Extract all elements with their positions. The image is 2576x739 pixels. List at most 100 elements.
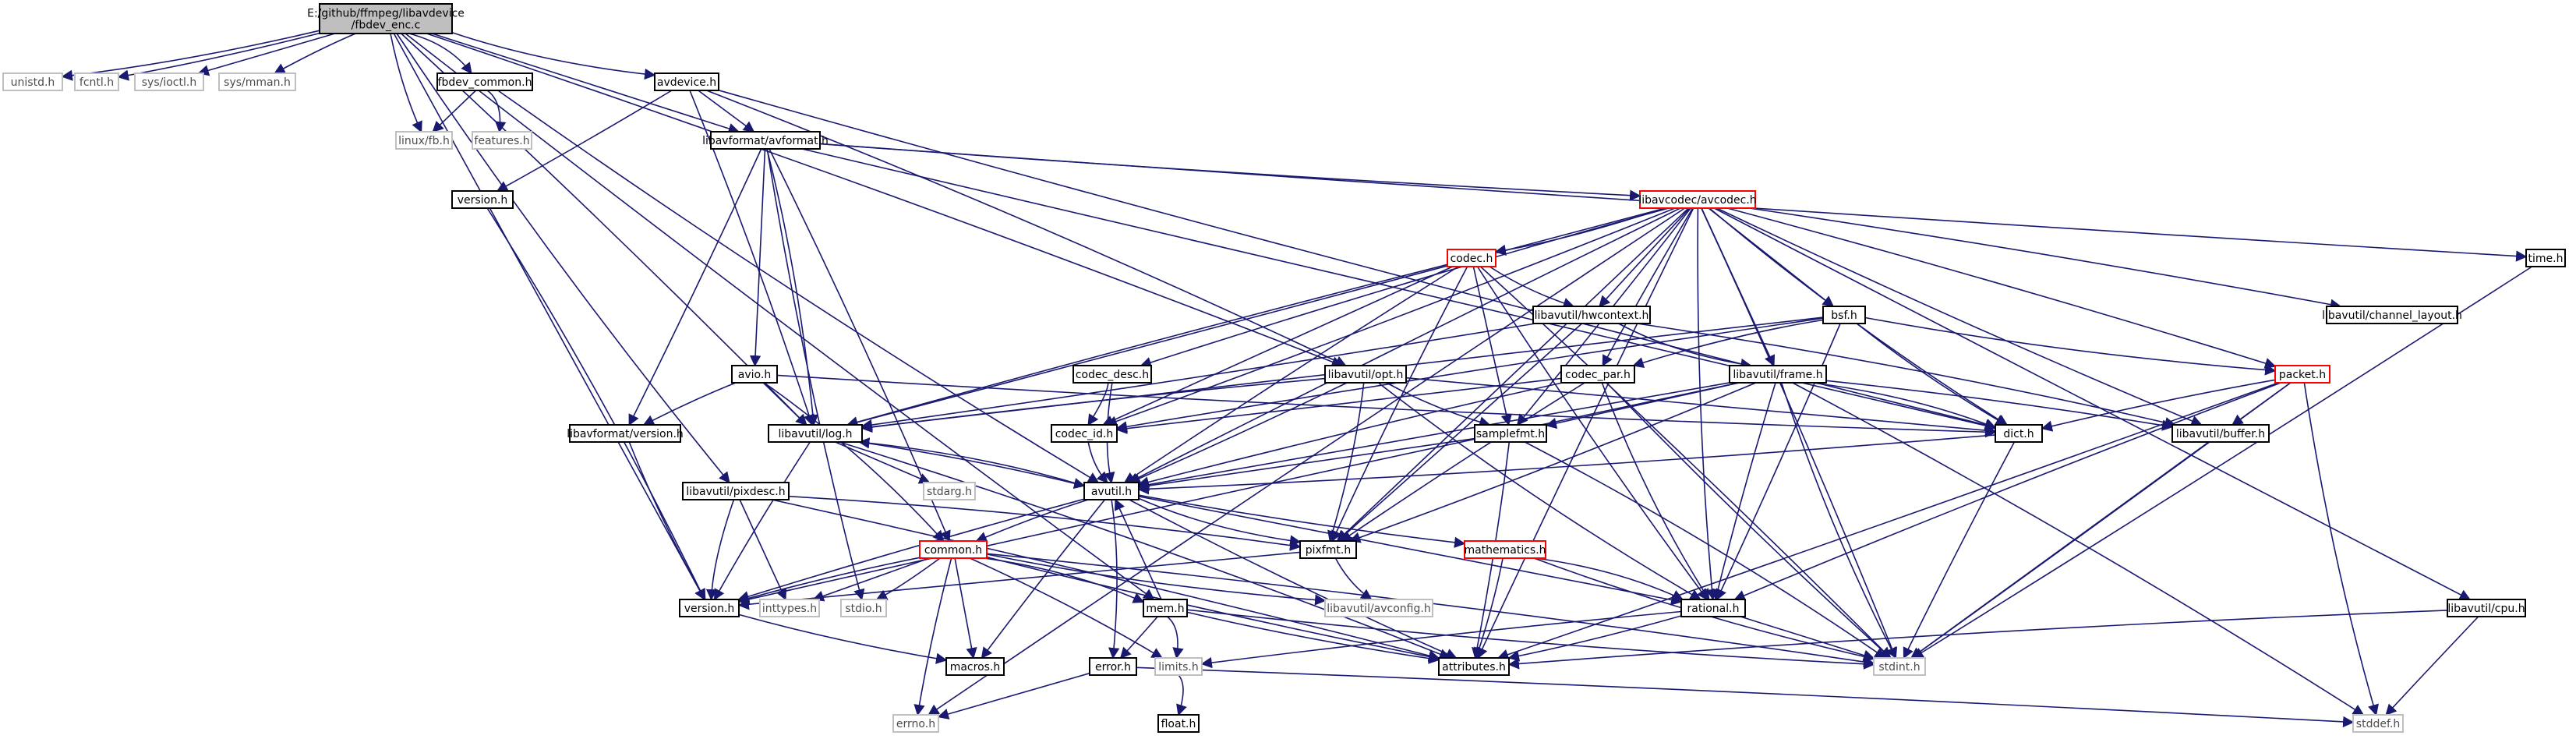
edge-avdevice-to-log <box>689 90 814 426</box>
edge-versionh1-to-versionh2 <box>486 207 705 601</box>
node-fcntl[interactable]: fcntl.h <box>74 72 119 91</box>
node-opt[interactable]: libavutil/opt.h <box>1324 365 1407 384</box>
edge-avutil-to-rational <box>1138 496 1683 606</box>
node-rational-label: rational.h <box>1687 603 1740 615</box>
node-unistd[interactable]: unistd.h <box>2 72 63 91</box>
edge-frame-to-versionh2 <box>737 382 1739 605</box>
node-channel_layout[interactable]: libavutil/channel_layout.h <box>2322 306 2462 324</box>
edge-codech-to-rational <box>1476 266 1708 601</box>
node-error-box <box>1089 657 1137 676</box>
edge-avformat-to-dict <box>801 148 1997 432</box>
node-codec_desc[interactable]: codec_desc.h <box>1072 365 1152 384</box>
edge-cpu-to-stddef <box>2385 616 2479 716</box>
node-stdio[interactable]: stdio.h <box>840 599 887 617</box>
node-root[interactable]: E:/github/ffmpeg/libavdevice/fbdev_enc.c <box>307 3 465 34</box>
node-codec_desc-box <box>1072 365 1152 384</box>
node-sysioctl[interactable]: sys/ioctl.h <box>134 72 204 91</box>
node-common-label: common.h <box>924 544 982 557</box>
node-errno[interactable]: errno.h <box>892 714 939 733</box>
edge-avutil-to-common <box>975 499 1089 543</box>
node-avutil[interactable]: avutil.h <box>1083 482 1140 500</box>
edge-common-to-stdint <box>986 553 1875 668</box>
edge-common-to-stdio <box>875 557 941 600</box>
edge-layer <box>61 30 2533 728</box>
node-common[interactable]: common.h <box>919 540 988 559</box>
node-stdint[interactable]: stdint.h <box>1873 657 1926 676</box>
node-hwcontext[interactable]: libavutil/hwcontext.h <box>1532 306 1651 324</box>
node-fbdev_common[interactable]: fbdev_common.h <box>436 72 533 91</box>
node-frame[interactable]: libavutil/frame.h <box>1729 365 1827 384</box>
node-macros[interactable]: macros.h <box>945 657 1005 676</box>
node-sysmman-box <box>218 72 296 91</box>
edge-avdevice-to-opt <box>706 90 1347 366</box>
edge-versionh2-to-macros <box>738 613 948 664</box>
node-stdio-label: stdio.h <box>845 603 882 615</box>
edge-samplefmt-to-avutil <box>1137 437 1475 492</box>
node-cpu[interactable]: libavutil/cpu.h <box>2447 599 2526 617</box>
node-limits[interactable]: limits.h <box>1154 657 1203 676</box>
node-dict[interactable]: dict.h <box>1995 424 2043 443</box>
edge-mathematics-to-attributes <box>1474 557 1504 659</box>
node-lavf_version[interactable]: libavformat/version.h <box>567 424 684 443</box>
edge-common-to-mem <box>984 557 1145 603</box>
node-avformat[interactable]: libavformat/avformat.h <box>702 131 829 150</box>
node-avio-box <box>731 365 778 384</box>
edge-avcodec-to-packet <box>1726 207 2277 369</box>
node-linuxfb-label: linux/fb.h <box>398 135 450 147</box>
node-samplefmt[interactable]: samplefmt.h <box>1474 424 1547 443</box>
node-bsf[interactable]: bsf.h <box>1822 306 1866 324</box>
node-packet[interactable]: packet.h <box>2274 365 2330 384</box>
node-sysioctl-label: sys/ioctl.h <box>142 76 196 89</box>
node-versionh1[interactable]: version.h <box>451 190 514 209</box>
node-versionh1-box <box>451 190 514 209</box>
edge-bsf-to-packet <box>1864 316 2277 376</box>
node-log[interactable]: libavutil/log.h <box>768 424 863 443</box>
node-rational[interactable]: rational.h <box>1680 599 1746 617</box>
node-fbdev_common-box <box>436 72 533 91</box>
node-pixfmt[interactable]: pixfmt.h <box>1299 540 1357 559</box>
node-versionh2[interactable]: version.h <box>679 599 740 617</box>
node-attributes[interactable]: attributes.h <box>1438 657 1510 676</box>
node-float[interactable]: float.h <box>1157 714 1200 733</box>
node-stddef[interactable]: stddef.h <box>2352 714 2404 733</box>
node-avdevice[interactable]: avdevice.h <box>654 72 719 91</box>
node-avconfig[interactable]: libavutil/avconfig.h <box>1324 599 1433 617</box>
node-buffer-label: libavutil/buffer.h <box>2176 428 2265 440</box>
edge-pixdesc-to-inttypes <box>739 499 787 601</box>
node-mem-box <box>1143 599 1188 617</box>
node-lavf_version-box <box>569 424 681 443</box>
node-limits-label: limits.h <box>1158 661 1198 674</box>
node-linuxfb[interactable]: linux/fb.h <box>395 131 453 150</box>
node-codec_id-box <box>1051 424 1118 443</box>
edge-mem-to-limits <box>1166 616 1184 659</box>
node-codec_id[interactable]: codec_id.h <box>1051 424 1118 443</box>
node-samplefmt-box <box>1474 424 1547 443</box>
node-mem[interactable]: mem.h <box>1143 599 1188 617</box>
node-codech[interactable]: codec.h <box>1447 249 1496 267</box>
node-stdarg[interactable]: stdarg.h <box>923 482 976 500</box>
node-root-label: E:/github/ffmpeg/libavdevice <box>307 8 465 20</box>
node-avcodec[interactable]: libavcodec/avcodec.h <box>1638 190 1757 209</box>
node-buffer[interactable]: libavutil/buffer.h <box>2171 424 2270 443</box>
node-mathematics[interactable]: mathematics.h <box>1464 540 1546 559</box>
node-error[interactable]: error.h <box>1089 657 1137 676</box>
edge-limits-to-float <box>1176 674 1187 716</box>
node-stdio-box <box>840 599 887 617</box>
node-features[interactable]: features.h <box>472 131 532 150</box>
edge-avio-to-dict <box>776 374 1997 438</box>
node-inttypes[interactable]: inttypes.h <box>759 599 820 617</box>
edge-root-to-linuxfb <box>390 33 422 133</box>
node-features-box <box>472 131 532 150</box>
node-avcodec-box <box>1639 190 1756 209</box>
edge-opt-to-pixfmt <box>1327 382 1365 543</box>
edge-avformat-to-lavf_version <box>628 148 762 426</box>
node-avio[interactable]: avio.h <box>731 365 778 384</box>
node-timeh[interactable]: time.h <box>2525 249 2566 267</box>
node-pixdesc[interactable]: libavutil/pixdesc.h <box>682 482 790 500</box>
node-fbdev_common-label: fbdev_common.h <box>438 76 532 89</box>
node-codec_par[interactable]: codec_par.h <box>1560 365 1635 384</box>
node-sysmman[interactable]: sys/mman.h <box>218 72 296 91</box>
node-avformat-label: libavformat/avformat.h <box>702 135 829 147</box>
edge-avcodec-to-attributes <box>1477 207 1694 659</box>
edge-avcodec-to-channel_layout <box>1749 207 2342 310</box>
